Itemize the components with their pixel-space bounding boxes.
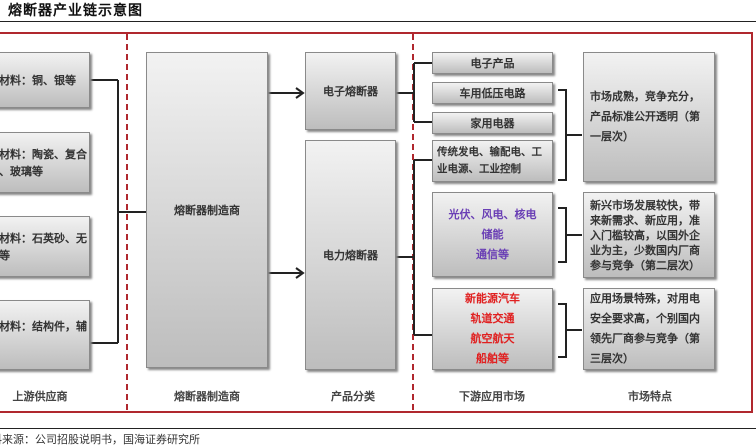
downstream-traditional: 传统发电、输配电、工业电源、工业控制 <box>432 140 553 182</box>
market-text: 新兴市场发展较快，带来新需求、新应用，准入门槛较高，以国外企业为主，少数国内厂商… <box>590 198 700 272</box>
upstream-connector <box>90 79 146 344</box>
upstream-insulation-material: 绝缘材料：陶瓷、复合树脂、玻璃等 <box>0 132 90 193</box>
market-tier-2: 新兴市场发展较快，带来新需求、新应用，准入门槛较高，以国外企业为主，少数国内厂商… <box>583 192 715 278</box>
downstream-electronics: 电子产品 <box>432 52 553 74</box>
downstream-text: 电子产品 <box>470 56 515 70</box>
downstream-text: 通信等 <box>476 247 509 261</box>
market-text: 市场成熟，竞争充分，产品标准公开透明（第一层次） <box>590 90 700 143</box>
downstream-text: 船舶等 <box>476 352 509 365</box>
figure-title: 熔断器产业链示意图 <box>8 3 143 19</box>
market-bracket-3 <box>558 303 582 358</box>
column-label-market: 市场特点 <box>628 390 672 403</box>
upstream-text: 灭弧材料：石英砂、无机胶等 <box>0 231 87 262</box>
market-text: 应用场景特殊，对用电安全要求高，个别国内领先厂商参与竞争（第三层次） <box>590 292 700 365</box>
downstream-text: 车用低压电路 <box>459 86 526 100</box>
downstream-text: 传统发电、输配电、工业电源、工业控制 <box>437 146 542 175</box>
market-tier-3: 应用场景特殊，对用电安全要求高，个别国内领先厂商参与竞争（第三层次） <box>583 288 715 370</box>
downstream-special: 新能源汽车 轨道交通 航空航天 船舶等 <box>432 288 553 370</box>
product-text: 电力熔断器 <box>323 248 378 262</box>
arrow-power <box>268 267 305 279</box>
downstream-emerging: 光伏、风电、核电 储能 通信等 <box>432 192 553 277</box>
upstream-text: 其他材料：结构件，辅件等 <box>0 320 87 333</box>
column-label-manufacturer: 熔断器制造商 <box>174 390 240 403</box>
product-electronic-fuse: 电子熔断器 <box>305 52 396 130</box>
title-divider <box>0 21 756 22</box>
power-bracket <box>396 159 432 336</box>
downstream-text: 储能 <box>481 227 504 241</box>
upstream-other-material: 其他材料：结构件，辅件等 <box>0 300 90 370</box>
arrow-electronic <box>268 87 305 99</box>
upstream-arc-material: 灭弧材料：石英砂、无机胶等 <box>0 216 90 277</box>
market-bracket-2 <box>558 207 582 263</box>
product-text: 电子熔断器 <box>323 84 378 98</box>
downstream-appliances: 家用电器 <box>432 112 553 134</box>
product-power-fuse: 电力熔断器 <box>305 140 396 370</box>
bottom-divider <box>0 428 756 429</box>
upstream-fuse-material: 熔体材料：铜、银等 <box>0 52 90 108</box>
column-label-upstream: 上游供应商 <box>12 390 68 403</box>
column-label-downstream: 下游应用市场 <box>459 390 525 403</box>
upstream-text: 绝缘材料：陶瓷、复合树脂、玻璃等 <box>0 147 87 178</box>
source-note: 资料来源：公司招股说明书，国海证券研究所 <box>0 433 200 446</box>
market-bracket-1 <box>558 89 582 181</box>
downstream-text: 光伏、风电、核电 <box>448 207 537 221</box>
manufacturer-box: 熔断器制造商 <box>146 52 268 368</box>
market-tier-1: 市场成熟，竞争充分，产品标准公开透明（第一层次） <box>583 52 715 182</box>
frame <box>0 32 753 413</box>
downstream-vehicle-lv: 车用低压电路 <box>432 82 553 104</box>
downstream-text: 航空航天 <box>470 332 515 345</box>
manufacturer-text: 熔断器制造商 <box>174 203 240 217</box>
downstream-text: 新能源汽车 <box>465 292 520 305</box>
electronic-bracket <box>396 62 432 123</box>
column-label-products: 产品分类 <box>331 390 375 403</box>
upstream-text: 熔体材料：铜、银等 <box>0 73 76 87</box>
downstream-text: 轨道交通 <box>470 312 515 325</box>
downstream-text: 家用电器 <box>470 116 515 130</box>
